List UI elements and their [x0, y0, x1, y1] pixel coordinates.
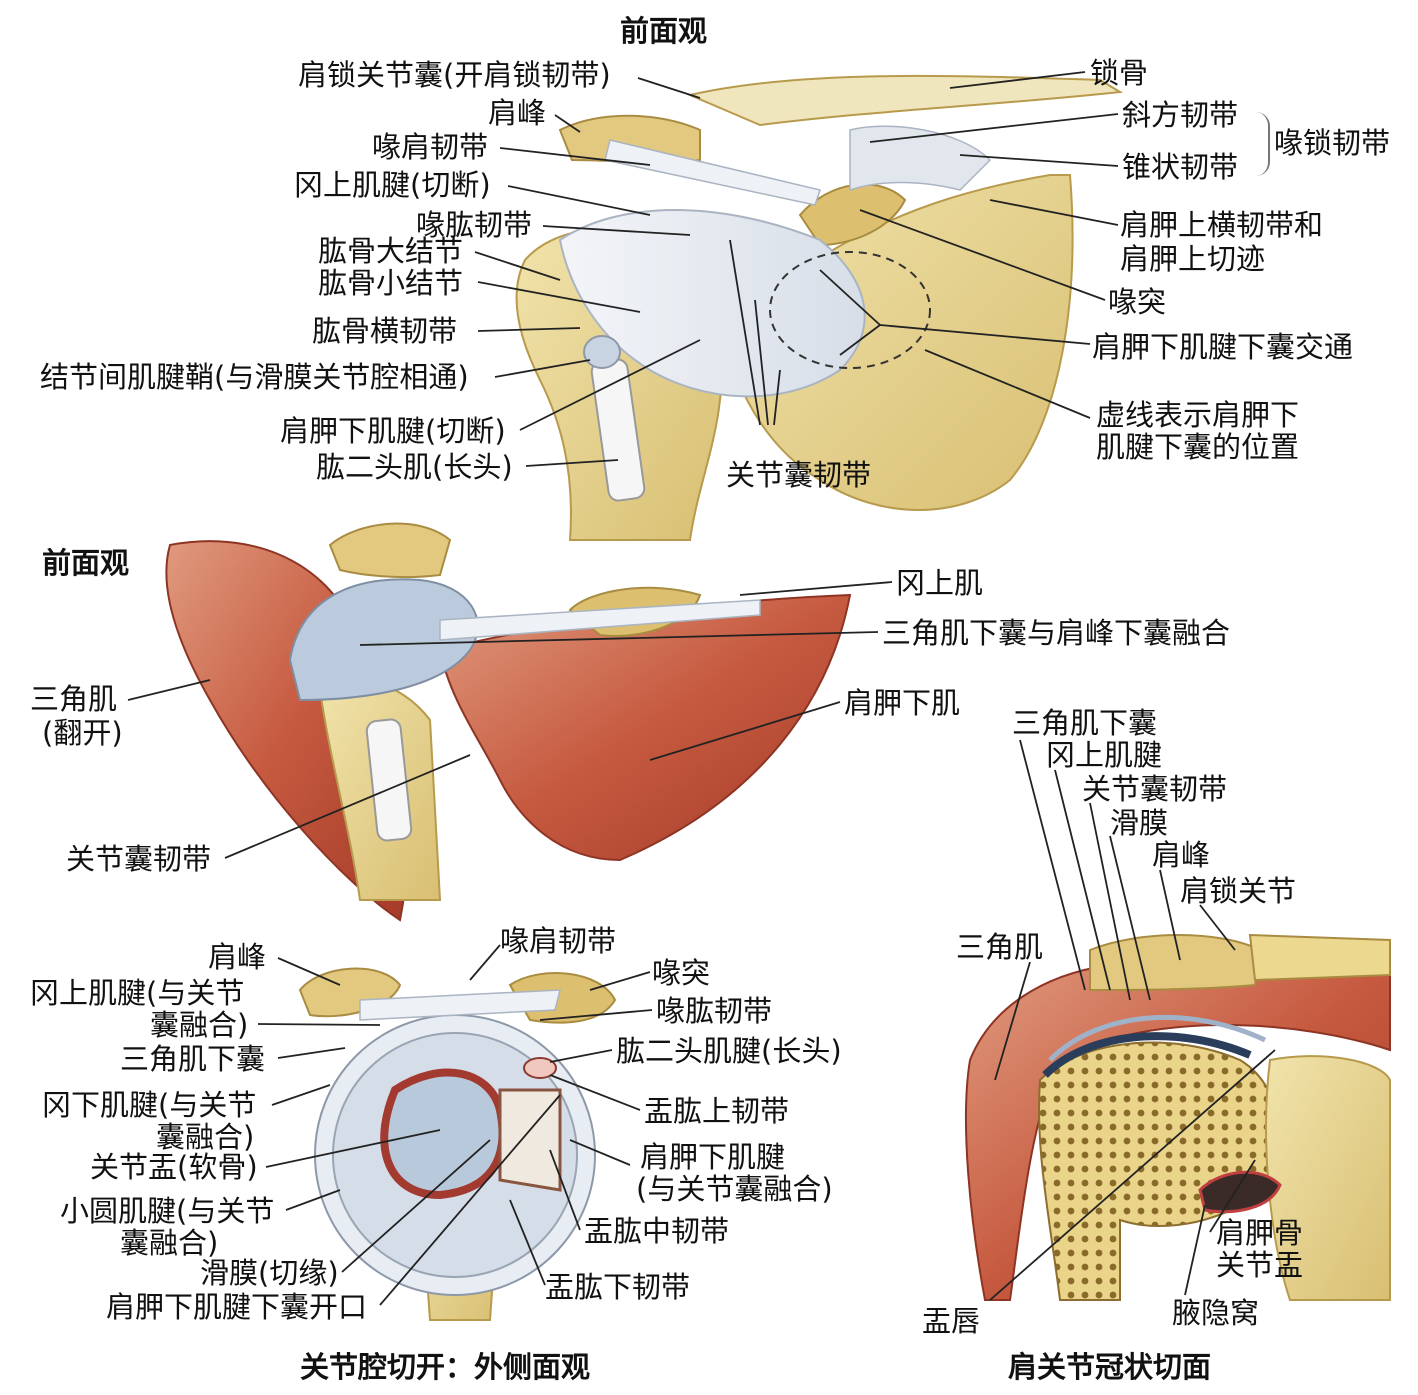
label-biceps-tendon-3: 肱二头肌腱(长头) — [616, 1034, 842, 1068]
label-ac-capsule: 肩锁关节囊(开肩锁韧带) — [298, 58, 611, 92]
panel1-title: 前面观 — [620, 14, 708, 48]
label-supraspinatus-l2: 囊融合) — [150, 1008, 249, 1042]
label-teres-minor-l1: 小圆肌腱(与关节 — [60, 1194, 275, 1228]
clavicle-end-4 — [1248, 933, 1391, 982]
coracoid-bone — [798, 183, 907, 247]
scapula-glenoid-4 — [1265, 1055, 1391, 1301]
label-trapezoid-ligament: 斜方韧带 — [1122, 98, 1239, 132]
panel4-title: 肩关节冠状切面 — [1008, 1350, 1212, 1384]
label-inferior-gh-ligament: 盂肱下韧带 — [545, 1270, 691, 1304]
label-coracoclavicular-ligament: 喙锁韧带 — [1274, 126, 1391, 160]
label-glenoid-cartilage: 关节盂(软骨) — [90, 1150, 258, 1184]
label-subscapular-bursa-opening: 肩胛下肌腱下囊开口 — [106, 1290, 368, 1324]
label-subscapularis-tendon-l1: 肩胛下肌腱 — [640, 1140, 786, 1174]
label-capsular-ligament-2: 关节囊韧带 — [66, 842, 212, 876]
label-coracoacromial-ligament: 喙肩韧带 — [372, 130, 489, 164]
label-ac-joint-4: 肩锁关节 — [1180, 874, 1297, 908]
label-coracohumeral-ligament: 喙肱韧带 — [416, 208, 533, 242]
panel1-drawing — [515, 74, 1124, 541]
label-axillary-recess-4: 腋隐窝 — [1172, 1296, 1260, 1330]
label-acromion-4: 肩峰 — [1152, 838, 1211, 872]
label-middle-gh-ligament: 盂肱中韧带 — [584, 1214, 730, 1248]
leader-lines — [127, 71, 1276, 1306]
label-infraspinatus-l1: 冈下肌腱(与关节 — [42, 1088, 257, 1122]
label-coracoid-3: 喙突 — [652, 956, 711, 990]
label-superior-gh-ligament: 盂肱上韧带 — [644, 1094, 790, 1128]
panel2-title: 前面观 — [42, 546, 130, 580]
label-bursa-fused: 三角肌下囊与肩峰下囊融合 — [882, 616, 1231, 650]
label-coracohumeral-3: 喙肱韧带 — [656, 994, 773, 1028]
clavicle-bone — [686, 74, 1124, 127]
label-coracoid: 喙突 — [1108, 285, 1167, 319]
label-suprascapular-line1: 肩胛上横韧带和 — [1120, 208, 1324, 242]
label-dashed-line-1: 虚线表示肩胛下 — [1096, 398, 1300, 432]
scapula-bone — [718, 174, 1074, 511]
label-subscapularis-muscle: 肩胛下肌 — [844, 686, 961, 720]
label-transverse-humeral-ligament: 肱骨横韧带 — [312, 314, 458, 348]
label-intertubercular-sheath: 结节间肌腱鞘(与滑膜关节腔相通) — [40, 360, 469, 394]
coracoclavicular-ligament — [849, 125, 992, 192]
label-deltoid-4: 三角肌 — [956, 930, 1044, 964]
label-supraspinatus-muscle: 冈上肌 — [896, 566, 984, 600]
acromion-bone-4 — [1089, 934, 1262, 992]
label-supraspinatus-l1: 冈上肌腱(与关节 — [30, 976, 245, 1010]
label-greater-tubercle: 肱骨大结节 — [318, 234, 464, 268]
synovial-layer — [1048, 1014, 1267, 1062]
label-supraspinatus-tendon-4: 冈上肌腱 — [1046, 738, 1163, 772]
glenoid-cartilage — [380, 1068, 507, 1200]
panel4-drawing — [965, 933, 1391, 1301]
label-coracoacromial-3: 喙肩韧带 — [500, 924, 617, 958]
label-conoid-ligament: 锥状韧带 — [1122, 150, 1239, 184]
label-subscapularis-tendon-l2: (与关节囊融合) — [636, 1172, 833, 1206]
acromion-bone-2 — [328, 522, 452, 579]
label-acromion: 肩峰 — [488, 96, 547, 130]
biceps-tendon-2 — [365, 718, 413, 842]
subscapular-bursa-outline — [769, 251, 931, 369]
label-deltoid-line1: 三角肌 — [30, 682, 118, 716]
label-deltoid-line2: (翻开) — [42, 716, 123, 750]
label-synovium-cut: 滑膜(切缘) — [200, 1256, 339, 1290]
label-subscapularis-cut: 肩胛下肌腱(切断) — [280, 414, 506, 448]
subdeltoid-bursa — [288, 578, 479, 702]
label-labrum-4: 盂唇 — [922, 1304, 981, 1338]
label-glenoid-4-line1: 肩胛骨 — [1216, 1216, 1304, 1250]
acromion-bone — [558, 114, 701, 164]
label-glenoid-4-line2: 关节盂 — [1216, 1248, 1304, 1282]
label-acromion-3: 肩峰 — [208, 940, 267, 974]
label-subdeltoid-bursa-3: 三角肌下囊 — [120, 1042, 266, 1076]
label-lesser-tubercle: 肱骨小结节 — [318, 266, 464, 300]
label-capsular-ligament-4: 关节囊韧带 — [1082, 772, 1228, 806]
label-subdeltoid-bursa-4: 三角肌下囊 — [1012, 706, 1158, 740]
label-infraspinatus-l2: 囊融合) — [156, 1120, 255, 1154]
label-dashed-line-2: 肌腱下囊的位置 — [1096, 430, 1300, 464]
panel3-title: 关节腔切开：外侧面观 — [300, 1350, 591, 1384]
label-synovium-4: 滑膜 — [1110, 806, 1169, 840]
label-clavicle: 锁骨 — [1090, 56, 1149, 90]
coracoclavicular-brace — [1254, 112, 1270, 176]
label-capsular-ligament-1: 关节囊韧带 — [726, 458, 872, 492]
label-suprascapular-line2: 肩胛上切迹 — [1120, 242, 1266, 276]
label-supraspinatus-cut: 冈上肌腱(切断) — [294, 168, 491, 202]
panel2-drawing — [165, 522, 852, 922]
coracoacromial-ligament — [604, 139, 821, 206]
label-subscapular-bursa-communication: 肩胛下肌腱下囊交通 — [1092, 330, 1354, 364]
articular-cartilage — [1042, 1032, 1252, 1078]
label-teres-minor-l2: 囊融合) — [120, 1226, 219, 1260]
label-biceps-long-head: 肱二头肌(长头) — [316, 450, 513, 484]
